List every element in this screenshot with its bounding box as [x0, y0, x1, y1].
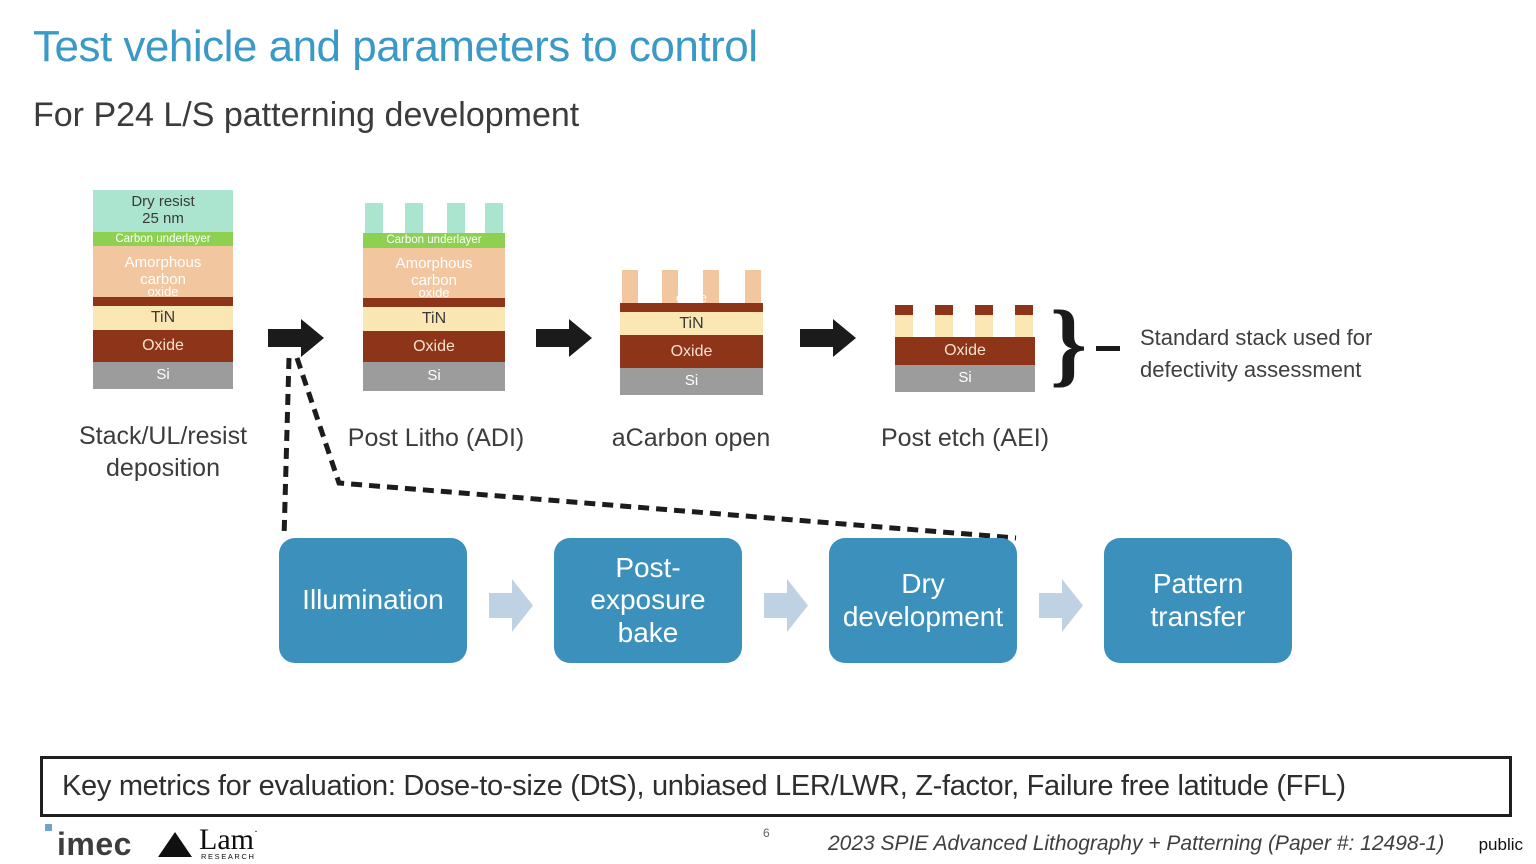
stack-acarbon-open-layer: TiN — [620, 312, 763, 335]
stack-post-etch-layer: Si — [895, 365, 1035, 392]
layer-label: TiN — [150, 309, 176, 327]
standard-stack-note: Standard stack used for defectivity asse… — [1140, 325, 1373, 382]
layer-label: oxide — [418, 285, 450, 301]
page-number: 6 — [763, 826, 770, 840]
stack-deposition-layer: Amorphous carbon — [93, 246, 233, 297]
layer-label: Oxide — [413, 337, 455, 355]
layer-label: Oxide — [944, 342, 986, 360]
process-box-label: Dry development — [842, 568, 1004, 632]
stack-deposition-layer: Dry resist 25 nm — [93, 190, 233, 232]
stack-deposition-layer: oxide — [93, 285, 233, 306]
pattern-bar — [935, 305, 953, 315]
stack-post-litho-layer: Si — [363, 362, 505, 391]
pattern-bar — [485, 203, 503, 233]
pattern-bar — [405, 203, 423, 233]
layer-label: Si — [156, 366, 170, 384]
layer-label: TiN — [421, 310, 447, 328]
stack-post-litho-layer: TiN — [363, 307, 505, 331]
stack-post-etch-layer: Oxide — [895, 337, 1035, 365]
stack-post-litho-layer: Amorphous carbon — [363, 248, 505, 298]
layer-label: Amorphous carbon — [124, 253, 202, 288]
key-metrics-box: Key metrics for evaluation: Dose-to-size… — [40, 756, 1512, 817]
layer-label: Dry resist 25 nm — [131, 193, 195, 227]
layer-label: oxide — [675, 290, 708, 306]
pattern-bar — [895, 305, 913, 315]
pattern-bar — [365, 203, 383, 233]
lam-logo-name: Lam — [199, 823, 254, 856]
pattern-bar — [745, 270, 761, 303]
brace: } — [1050, 292, 1088, 396]
classification-label: public — [1478, 835, 1523, 854]
pattern-bar — [895, 315, 913, 337]
stack-post-litho-layer: Carbon underlayer — [363, 233, 505, 248]
stack-acarbon-open-layer: Si — [620, 368, 763, 395]
page-subtitle: For P24 L/S patterning development — [33, 96, 580, 134]
stack-acarbon-open-bars — [620, 270, 763, 303]
imec-logo-square — [45, 824, 52, 831]
stack-deposition-caption: Stack/UL/resist deposition — [78, 422, 248, 482]
arrow-right-icon — [764, 579, 808, 632]
page-title: Test vehicle and parameters to control — [33, 22, 758, 71]
stack-deposition-layer: Oxide — [93, 330, 233, 362]
arrow-right-icon — [268, 319, 324, 357]
layer-label: Oxide — [142, 337, 184, 355]
layer-label: oxide — [147, 284, 179, 300]
brace-tick — [1096, 346, 1120, 351]
arrow-right-icon — [800, 319, 856, 357]
pattern-bar — [447, 203, 465, 233]
process-box-label: Illumination — [302, 584, 444, 616]
process-box-dry-development: Dry development — [829, 538, 1017, 663]
process-box-label: Post- exposure bake — [590, 552, 706, 648]
stack-post-litho-bars — [363, 203, 505, 233]
process-box-illumination: Illumination — [279, 538, 467, 663]
lam-logo-research: RESEARCH — [201, 852, 256, 861]
lam-logo: Lam· — [199, 825, 258, 855]
layer-label: Si — [958, 369, 972, 387]
stack-post-etch-bars — [895, 315, 1035, 337]
layer-label: TiN — [679, 314, 704, 332]
pattern-bar — [662, 270, 678, 303]
pattern-bar — [975, 315, 993, 337]
pattern-bar — [703, 270, 719, 303]
imec-logo: imec — [57, 826, 132, 862]
layer-label: Amorphous carbon — [395, 255, 473, 289]
lam-logo-mark: · — [253, 824, 258, 838]
arrow-right-icon — [536, 319, 592, 357]
citation: 2023 SPIE Advanced Lithography + Pattern… — [828, 832, 1445, 855]
stack-acarbon-open-caption: aCarbon open — [611, 424, 771, 452]
process-box-label: Pattern transfer — [1150, 568, 1246, 632]
pattern-bar — [1015, 305, 1033, 315]
pattern-bar — [935, 315, 953, 337]
process-box-pattern-transfer: Pattern transfer — [1104, 538, 1292, 663]
pattern-bar — [622, 270, 638, 303]
lam-logo-triangle-icon — [158, 832, 192, 857]
layer-label: Si — [684, 372, 699, 390]
stack-post-litho-layer: Oxide — [363, 331, 505, 362]
stack-post-etch-bars — [895, 305, 1035, 315]
stack-deposition-layer: Carbon underlayer — [93, 232, 233, 246]
stack-acarbon-open-layer: Oxide — [620, 335, 763, 368]
arrow-right-icon — [1039, 579, 1083, 632]
stack-post-etch-caption: Post etch (AEI) — [880, 424, 1050, 452]
stack-post-litho-caption: Post Litho (ADI) — [347, 424, 525, 452]
process-box-post-exposure-bake: Post- exposure bake — [554, 538, 742, 663]
stack-deposition-layer: TiN — [93, 306, 233, 330]
layer-label: Si — [427, 367, 441, 385]
pattern-bar — [975, 305, 993, 315]
stack-post-litho-layer: oxide — [363, 286, 505, 307]
pattern-bar — [1015, 315, 1033, 337]
stack-acarbon-open-layer: oxide — [620, 291, 763, 312]
layer-label: Carbon underlayer — [386, 234, 482, 247]
layer-label: Oxide — [670, 342, 713, 360]
key-metrics-text: Key metrics for evaluation: Dose-to-size… — [62, 770, 1346, 802]
arrow-right-icon — [489, 579, 533, 632]
stack-deposition-layer: Si — [93, 362, 233, 389]
layer-label: Carbon underlayer — [115, 232, 211, 245]
